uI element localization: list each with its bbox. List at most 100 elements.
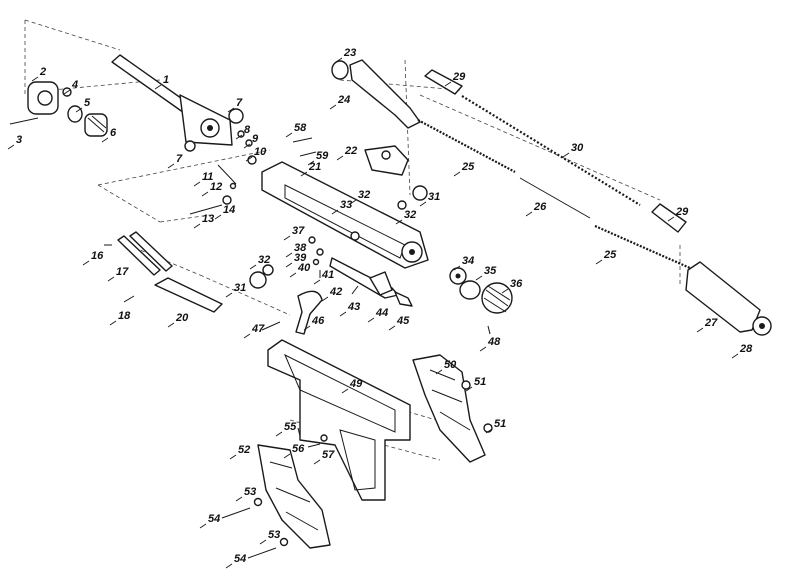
part-front-block (9, 81, 108, 137)
part-trigger (261, 290, 323, 335)
part-small-hardware-grip (297, 427, 328, 448)
leader-line (82, 260, 90, 266)
leader-line (435, 369, 443, 375)
leader-line (243, 143, 251, 149)
label-39: 39 (294, 252, 307, 264)
leader-line (201, 191, 209, 197)
label-2: 2 (39, 66, 46, 78)
label-54b: 54 (234, 553, 246, 565)
part-sleeve-upper (424, 69, 463, 95)
leader-line (479, 346, 487, 352)
leader-line (331, 209, 339, 215)
part-grip-right (412, 354, 486, 463)
part-linkage (104, 231, 223, 313)
label-29a: 29 (452, 71, 466, 83)
leader-line (341, 388, 349, 394)
leader-line (283, 453, 291, 459)
label-8: 8 (244, 124, 251, 136)
part-end-cap (449, 267, 513, 314)
leader-line (465, 386, 473, 392)
leader-line (285, 252, 293, 258)
leader-line (285, 132, 293, 138)
label-13: 13 (202, 213, 214, 225)
leader-line (243, 333, 251, 339)
leader-line (349, 199, 357, 205)
leader-line (31, 76, 39, 82)
label-7a: 7 (236, 97, 243, 109)
label-43: 43 (347, 301, 360, 313)
leader-line (313, 459, 321, 465)
leader-line (289, 272, 297, 278)
leader-line (329, 104, 337, 110)
label-58: 58 (294, 122, 307, 134)
label-25a: 25 (461, 161, 475, 173)
label-34: 34 (462, 255, 474, 267)
leader-line (154, 84, 162, 90)
label-45: 45 (396, 315, 410, 327)
leader-line (525, 211, 533, 217)
label-21: 21 (308, 161, 321, 173)
leader-line (109, 320, 117, 326)
label-52: 52 (238, 444, 250, 456)
label-54a: 54 (208, 513, 220, 525)
leader-line (485, 428, 493, 434)
part-grip-left (257, 444, 331, 549)
part-spring-25-lower (594, 224, 691, 270)
label-24: 24 (337, 94, 350, 106)
label-25b: 25 (603, 249, 617, 261)
label-29b: 29 (675, 206, 689, 218)
leader-line (7, 144, 15, 150)
part-piston (331, 59, 421, 129)
leader-line (595, 259, 603, 265)
part-screw-48 (487, 325, 491, 335)
label-37: 37 (292, 225, 305, 237)
leader-line (339, 311, 347, 317)
label-53b: 53 (268, 529, 280, 541)
label-16: 16 (91, 250, 104, 262)
leader-line (107, 276, 115, 282)
leader-line (75, 107, 83, 113)
label-32c: 32 (258, 254, 270, 266)
label-59: 59 (316, 150, 329, 162)
label-41: 41 (321, 269, 334, 281)
part-rear-cylinder (685, 261, 772, 336)
leader-line (395, 219, 403, 225)
leader-line (419, 201, 427, 207)
leader-line (275, 431, 283, 437)
part-grip-frame (267, 339, 411, 501)
leader-line (193, 223, 201, 229)
leader-line (696, 327, 704, 333)
label-14: 14 (223, 204, 235, 216)
part-knob-right (397, 185, 428, 210)
label-4: 4 (71, 79, 78, 91)
label-3: 3 (16, 134, 22, 146)
label-32a: 32 (358, 189, 370, 201)
leader-lines (7, 57, 739, 569)
part-sleeve-lower (651, 203, 687, 233)
leader-line (167, 322, 175, 328)
label-32b: 32 (404, 209, 416, 221)
leader-line (453, 265, 461, 271)
label-1: 1 (163, 74, 169, 86)
part-trigger-group (308, 236, 413, 307)
part-rod (519, 177, 591, 219)
leader-line (300, 171, 308, 177)
leader-line (475, 275, 483, 281)
leader-line (235, 134, 243, 140)
label-51a: 51 (474, 376, 486, 388)
label-33: 33 (340, 199, 352, 211)
label-31a: 31 (428, 191, 440, 203)
leader-line (667, 216, 675, 222)
label-57: 57 (322, 449, 335, 461)
label-56: 56 (292, 443, 305, 455)
label-42: 42 (329, 286, 342, 298)
leader-line (225, 563, 233, 569)
part-grip-screws (221, 497, 289, 559)
part-receiver (261, 161, 429, 269)
part-spring-25-upper (417, 119, 516, 173)
label-18: 18 (118, 310, 131, 322)
label-40: 40 (297, 262, 311, 274)
label-35: 35 (484, 265, 497, 277)
label-26: 26 (533, 201, 547, 213)
label-10: 10 (254, 146, 267, 158)
